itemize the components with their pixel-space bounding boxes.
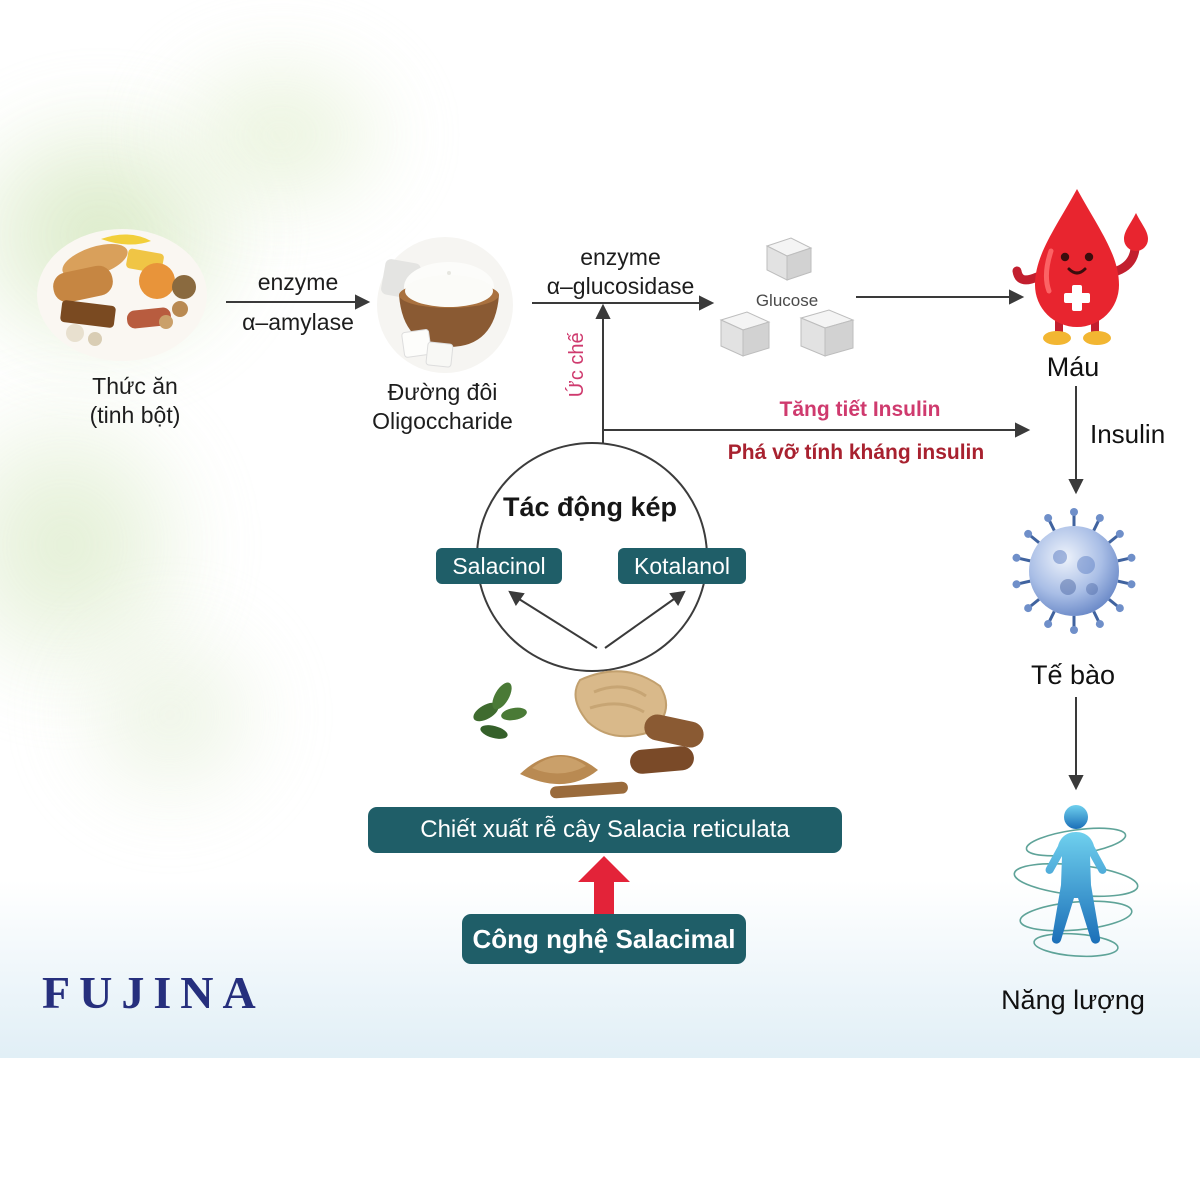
increase-insulin-label: Tăng tiết Insulin (779, 398, 941, 421)
arrow-inhibit-up (595, 303, 611, 444)
sugar-bowl-image (377, 237, 513, 373)
technology-box: Công nghệ Salacimal (462, 914, 746, 964)
cube-top (765, 237, 813, 281)
break-resistance-label: Phá vỡ tính kháng insulin (727, 441, 985, 464)
brand-logo: FUJINA (42, 967, 265, 1018)
insulin-label: Insulin (1090, 419, 1166, 449)
glucose-cubes-image (719, 237, 855, 357)
dual-action-label: Tác động kép (502, 492, 678, 522)
enzyme-glucosidase-label: enzyme α–glucosidase (546, 244, 695, 300)
enzyme-amylase-top-label: enzyme (257, 269, 339, 295)
inhibit-label: Ức chế (566, 332, 589, 398)
background-blob (50, 600, 290, 830)
arrow-blood-to-insulin (1068, 386, 1084, 495)
cell-label: Tế bào (1030, 660, 1116, 690)
enzyme-amylase-bottom-label: α–amylase (242, 309, 354, 335)
salacia-root-image (473, 670, 704, 799)
kotalanol-box: Kotalanol (618, 548, 746, 584)
background-bottom-white (0, 1058, 1200, 1200)
arrow-cell-to-energy (1068, 697, 1084, 791)
background-blob (140, 30, 420, 240)
extract-box: Chiết xuất rễ cây Salacia reticulata (368, 807, 842, 853)
blood-label: Máu (1046, 352, 1100, 382)
glucose-label: Glucose (755, 291, 819, 310)
food-collage-image (37, 229, 207, 361)
energy-label: Năng lượng (1001, 985, 1145, 1015)
blood-drop-mascot-image (1012, 189, 1148, 345)
cell-image (1010, 506, 1138, 636)
arrow-insulin-secretion (603, 422, 1031, 438)
up-arrow-red (578, 856, 630, 918)
energy-body-image (1013, 805, 1139, 958)
oligosaccharide-label: Đường đôi Oligoccharide (372, 379, 513, 435)
salacinol-box: Salacinol (436, 548, 562, 584)
cube-left (719, 311, 771, 357)
cube-right (799, 309, 855, 357)
food-label: Thức ăn (tinh bột) (89, 373, 181, 429)
arrow-food-to-oligo (226, 294, 371, 310)
arrow-glucose-to-blood (856, 289, 1025, 305)
